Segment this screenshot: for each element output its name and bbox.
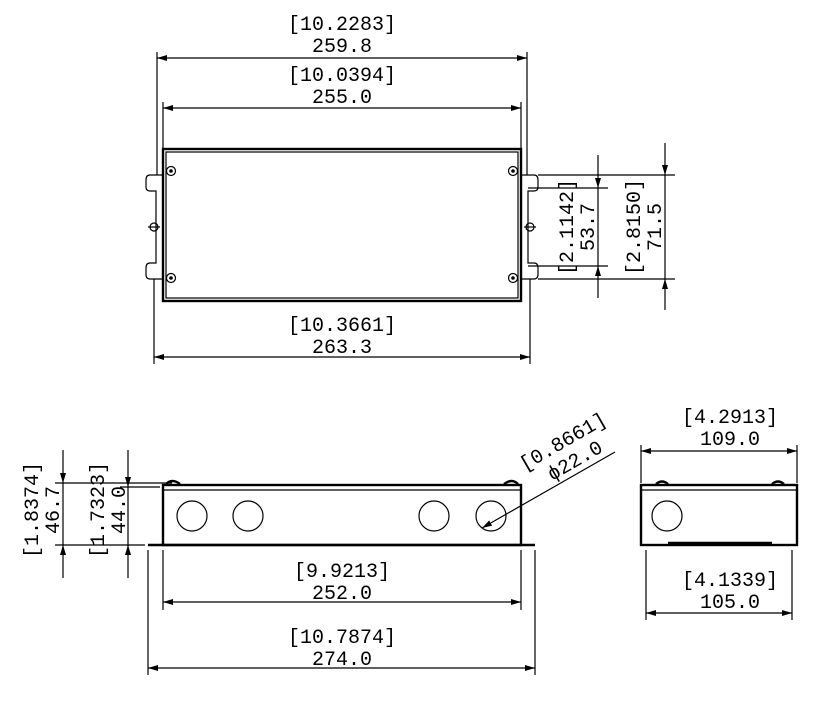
dim-mm-label: 44.0: [109, 486, 132, 534]
dim-inch-label: [1.7323]: [88, 462, 111, 558]
dim-inch-label: [2.1142]: [557, 179, 580, 275]
mounting-hole-icon: [148, 222, 536, 232]
front-view-body: [161, 483, 523, 547]
top-view-body: [161, 147, 523, 303]
dim-inch-label: [1.8374]: [22, 462, 45, 558]
dim-mm-label: 71.5: [645, 203, 668, 251]
knockout-leader-line: [481, 451, 616, 529]
knockout-hole-icon: [651, 500, 683, 532]
dim-inch-label: [10.7874]: [288, 627, 396, 650]
dim-mm-label: 263.3: [312, 337, 372, 360]
dim-mm-label: 109.0: [700, 429, 760, 452]
dim-inch-label: [10.2283]: [288, 14, 396, 37]
dim-mm-label: 46.7: [43, 486, 66, 534]
dim-inch-label: [10.0394]: [288, 65, 396, 88]
dim-mm-label: 259.8: [312, 36, 372, 59]
dim-mm-label: 274.0: [312, 649, 372, 672]
knockout-hole-icon: [176, 500, 507, 532]
screw-icon: [165, 165, 519, 284]
side-view: [4.2913] 109.0 [4.1339] 105.0: [639, 407, 799, 620]
dim-inch-label: [2.8150]: [624, 179, 647, 275]
side-view-body: [639, 483, 799, 547]
dim-inch-label: [4.2913]: [682, 407, 778, 430]
dim-mm-label: 255.0: [312, 87, 372, 110]
dim-mm-label: 252.0: [312, 583, 372, 606]
dim-inch-label: [10.3661]: [288, 315, 396, 338]
dim-mm-label: 53.7: [578, 203, 601, 251]
dim-inch-label: [9.9213]: [294, 561, 390, 584]
front-view: [0.8661] ϕ22.0 [1.8374] 46.7 [1.7323] 44…: [22, 409, 616, 675]
dim-inch-label: [4.1339]: [682, 570, 778, 593]
top-view: [10.2283] 259.8 [10.0394] 255.0 [10.3661…: [145, 14, 675, 364]
dim-mm-label: 105.0: [700, 592, 760, 615]
